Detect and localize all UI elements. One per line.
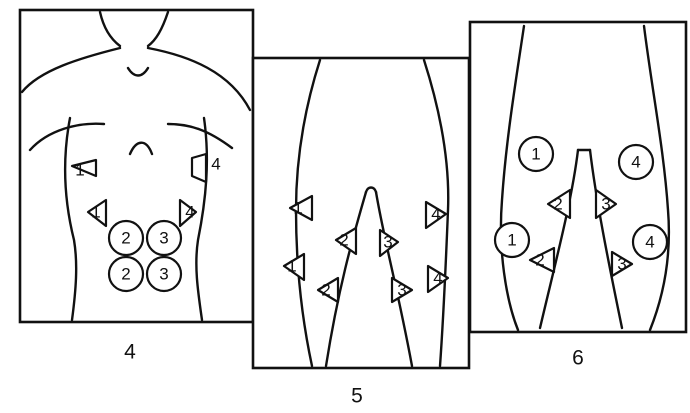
site-1-lower: 1 [507, 231, 516, 250]
panel-6-frame [470, 22, 686, 332]
site-2-upper: 2 [553, 195, 562, 214]
site-2-lower: 2 [121, 265, 130, 284]
site-4-lower: 4 [433, 269, 442, 288]
panel-4-caption: 4 [124, 341, 136, 364]
site-tab [192, 154, 206, 182]
site-3-lower: 3 [397, 281, 406, 300]
site-4-upper: 4 [211, 155, 220, 174]
site-3-upper: 3 [159, 229, 168, 248]
site-4-lower: 4 [645, 233, 654, 252]
site-1-lower: 1 [287, 257, 296, 276]
site-1-upper: 1 [531, 145, 540, 164]
site-3-lower: 3 [159, 265, 168, 284]
site-3-upper: 3 [601, 195, 610, 214]
site-1-lower: 1 [91, 203, 100, 222]
site-2-upper: 2 [339, 231, 348, 250]
site-2-lower: 2 [321, 281, 330, 300]
panel-5: 1 1 2 2 3 3 4 4 5 [253, 58, 469, 408]
site-3-lower: 3 [617, 255, 626, 274]
site-4-upper: 4 [431, 205, 440, 224]
panel-6: 1 1 2 2 3 3 4 4 6 [470, 22, 686, 370]
site-3-upper: 3 [383, 233, 392, 252]
site-2-upper: 2 [121, 229, 130, 248]
panel-4: 1 1 2 3 2 3 4 4 4 [20, 10, 253, 364]
site-4-lower: 4 [185, 203, 194, 222]
site-4-upper: 4 [631, 153, 640, 172]
site-1-upper: 1 [75, 161, 84, 180]
site-2-lower: 2 [535, 251, 544, 270]
site-1-upper: 1 [293, 199, 302, 218]
panel-6-caption: 6 [572, 347, 584, 370]
panel-5-caption: 5 [351, 385, 363, 408]
